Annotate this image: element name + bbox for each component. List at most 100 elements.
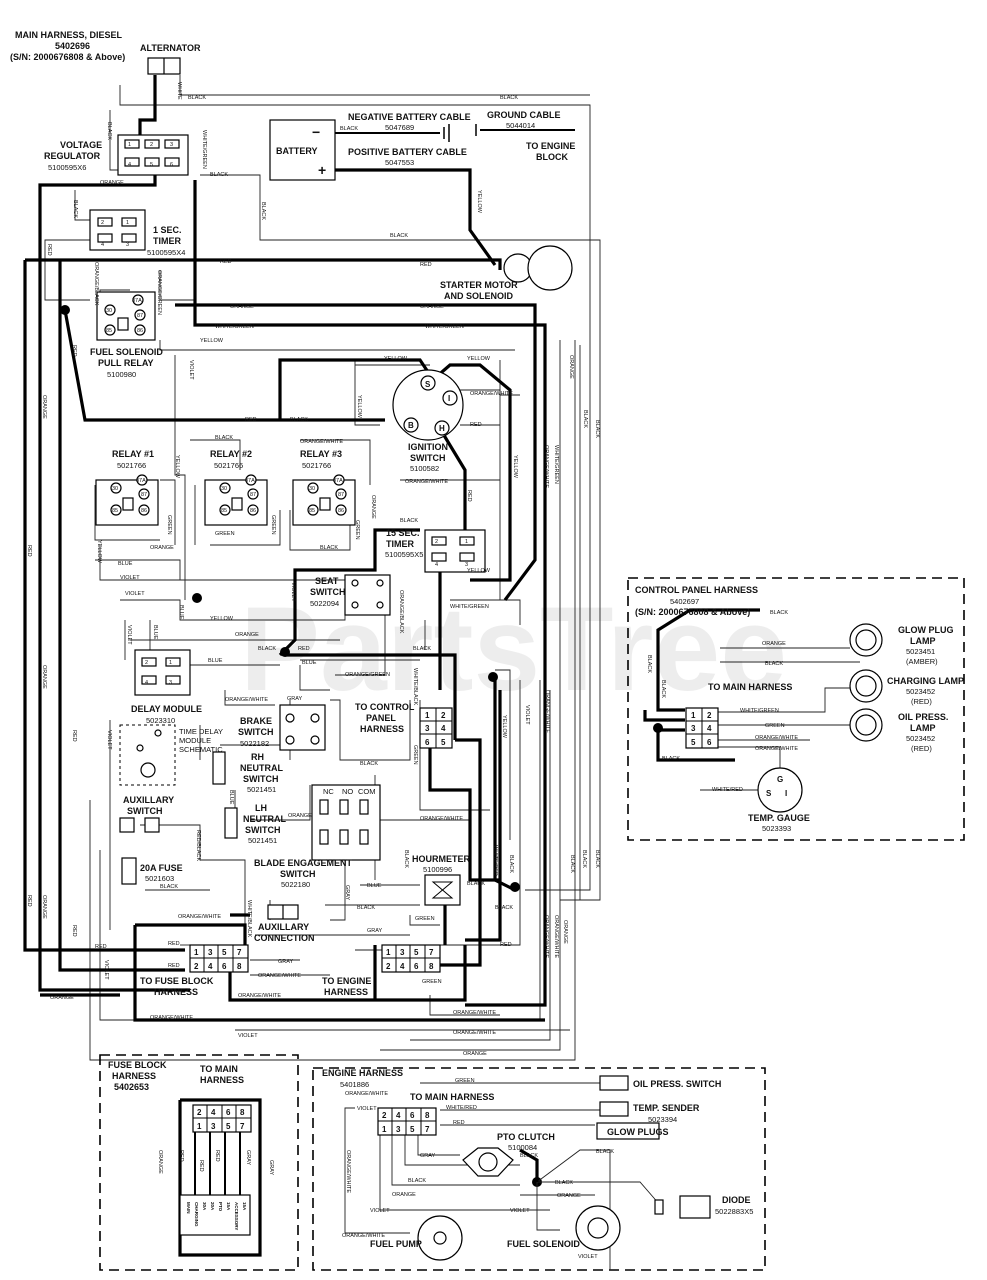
svg-text:2: 2 — [145, 660, 148, 666]
svg-text:4: 4 — [441, 724, 446, 733]
svg-text:5023310: 5023310 — [146, 716, 175, 725]
svg-text:ORANGE: ORANGE — [157, 1150, 163, 1174]
svg-text:ORANGE/WHITE: ORANGE/WHITE — [342, 1233, 385, 1239]
svg-text:86: 86 — [250, 508, 256, 514]
svg-text:RED: RED — [71, 345, 77, 357]
svg-text:VIOLET: VIOLET — [103, 960, 109, 980]
svg-text:AUXILLARY: AUXILLARY — [258, 922, 309, 932]
svg-text:5402653: 5402653 — [114, 1082, 149, 1092]
svg-text:RED: RED — [198, 1160, 204, 1172]
svg-text:WHITE/RED: WHITE/RED — [712, 787, 743, 793]
svg-text:ORANGE/WHITE: ORANGE/WHITE — [258, 973, 301, 979]
timer-15sec — [424, 529, 486, 573]
svg-text:CONNECTION: CONNECTION — [254, 933, 315, 943]
hourmeter-label: HOURMETER — [412, 854, 470, 864]
svg-text:HARNESS: HARNESS — [360, 724, 404, 734]
ignition-switch: S I B H — [392, 369, 464, 441]
svg-text:BLACK: BLACK — [403, 850, 409, 868]
main-harness-title: MAIN HARNESS, DIESEL — [15, 30, 123, 40]
svg-text:POSITIVE BATTERY CABLE: POSITIVE BATTERY CABLE — [348, 147, 467, 157]
svg-text:87: 87 — [338, 492, 344, 498]
svg-text:ORANGE: ORANGE — [41, 665, 47, 689]
svg-text:20A: 20A — [210, 1202, 215, 1211]
svg-text:ORANGE/WHITE: ORANGE/WHITE — [544, 690, 550, 733]
svg-text:5: 5 — [150, 162, 153, 168]
svg-text:REGULATOR: REGULATOR — [44, 151, 101, 161]
svg-text:7: 7 — [429, 948, 434, 957]
svg-text:VIOLET: VIOLET — [578, 1254, 598, 1260]
svg-text:ACCESSORY: ACCESSORY — [234, 1202, 239, 1230]
svg-text:OIL PRESS. SWITCH: OIL PRESS. SWITCH — [633, 1079, 721, 1089]
svg-text:1: 1 — [197, 1122, 202, 1131]
svg-text:ORANGE/GREEN: ORANGE/GREEN — [345, 672, 390, 678]
svg-text:CONTROL PANEL HARNESS: CONTROL PANEL HARNESS — [635, 585, 758, 595]
ignition-label: IGNITION — [408, 442, 448, 452]
svg-text:87: 87 — [250, 492, 256, 498]
svg-text:3: 3 — [396, 1125, 401, 1134]
svg-text:RED: RED — [168, 963, 180, 969]
svg-text:2: 2 — [435, 539, 438, 545]
seat-switch — [344, 574, 391, 616]
svg-text:HARNESS: HARNESS — [200, 1075, 244, 1085]
svg-text:WHITE/GREEN: WHITE/GREEN — [450, 604, 489, 610]
svg-text:VIOLET: VIOLET — [290, 582, 296, 602]
svg-text:6: 6 — [410, 1111, 415, 1120]
svg-text:3: 3 — [170, 142, 173, 148]
svg-text:6: 6 — [425, 738, 430, 747]
svg-text:3: 3 — [425, 724, 430, 733]
control-panel-harness-box — [627, 577, 965, 841]
svg-text:85: 85 — [221, 508, 227, 514]
svg-text:BLACK: BLACK — [72, 200, 78, 218]
svg-text:ORANGE/WHITE: ORANGE/WHITE — [755, 735, 798, 741]
svg-text:6: 6 — [707, 738, 712, 747]
svg-text:5022182: 5022182 — [240, 739, 269, 748]
starter-motor — [503, 245, 573, 291]
svg-text:ORANGE/WHITE: ORANGE/WHITE — [453, 1010, 496, 1016]
svg-text:4: 4 — [400, 962, 405, 971]
svg-text:ORANGE: ORANGE — [557, 1193, 581, 1199]
time-delay-schematic — [119, 724, 176, 786]
blade-switch-label: BLADE ENGAGEMENT — [254, 858, 353, 868]
svg-text:VIOLET: VIOLET — [357, 1106, 377, 1112]
svg-text:ENGINE HARNESS: ENGINE HARNESS — [322, 1068, 403, 1078]
svg-text:BLACK: BLACK — [188, 95, 206, 101]
svg-text:BLACK: BLACK — [594, 850, 600, 868]
svg-text:ORANGE: ORANGE — [762, 641, 786, 647]
timer15-label: 15 SEC. — [386, 528, 420, 538]
svg-text:BLACK: BLACK — [594, 420, 600, 438]
svg-text:2: 2 — [441, 711, 446, 720]
svg-text:BLACK: BLACK — [340, 126, 358, 132]
svg-text:YELLOW: YELLOW — [384, 356, 408, 362]
svg-text:RED: RED — [71, 925, 77, 937]
svg-text:WHITE/RED: WHITE/RED — [446, 1105, 477, 1111]
svg-text:1: 1 — [126, 220, 129, 226]
svg-text:4: 4 — [145, 680, 148, 686]
svg-text:WHITE/BLACK: WHITE/BLACK — [246, 900, 252, 938]
svg-text:6: 6 — [222, 962, 227, 971]
svg-text:2: 2 — [386, 962, 391, 971]
svg-text:TEMP. SENDER: TEMP. SENDER — [633, 1103, 700, 1113]
voltage-regulator-label: VOLTAGE — [60, 140, 102, 150]
svg-text:RED: RED — [214, 1150, 220, 1162]
svg-text:RED: RED — [71, 730, 77, 742]
svg-text:2: 2 — [101, 220, 104, 226]
svg-text:5: 5 — [441, 738, 446, 747]
svg-text:VIOLET: VIOLET — [238, 1033, 258, 1039]
svg-text:1 SEC.: 1 SEC. — [153, 225, 182, 235]
svg-text:85: 85 — [112, 508, 118, 514]
svg-text:GREEN: GREEN — [415, 916, 435, 922]
svg-text:BLACK: BLACK — [215, 435, 233, 441]
relay-3 — [292, 474, 356, 526]
svg-text:VIOLET: VIOLET — [106, 730, 112, 750]
svg-text:NEUTRAL: NEUTRAL — [240, 763, 283, 773]
svg-text:WHITE/RED: WHITE/RED — [492, 845, 498, 876]
labels: MAIN HARNESS, DIESEL 5402696 (S/N: 20006… — [10, 30, 964, 1249]
svg-text:TO MAIN: TO MAIN — [200, 1064, 238, 1074]
svg-text:YELLOW: YELLOW — [476, 190, 482, 214]
svg-text:SWITCH: SWITCH — [280, 869, 316, 879]
svg-text:ORANGE/BLACK: ORANGE/BLACK — [398, 590, 404, 634]
svg-text:GRAY: GRAY — [245, 1150, 251, 1166]
voltage-regulator — [117, 134, 189, 176]
